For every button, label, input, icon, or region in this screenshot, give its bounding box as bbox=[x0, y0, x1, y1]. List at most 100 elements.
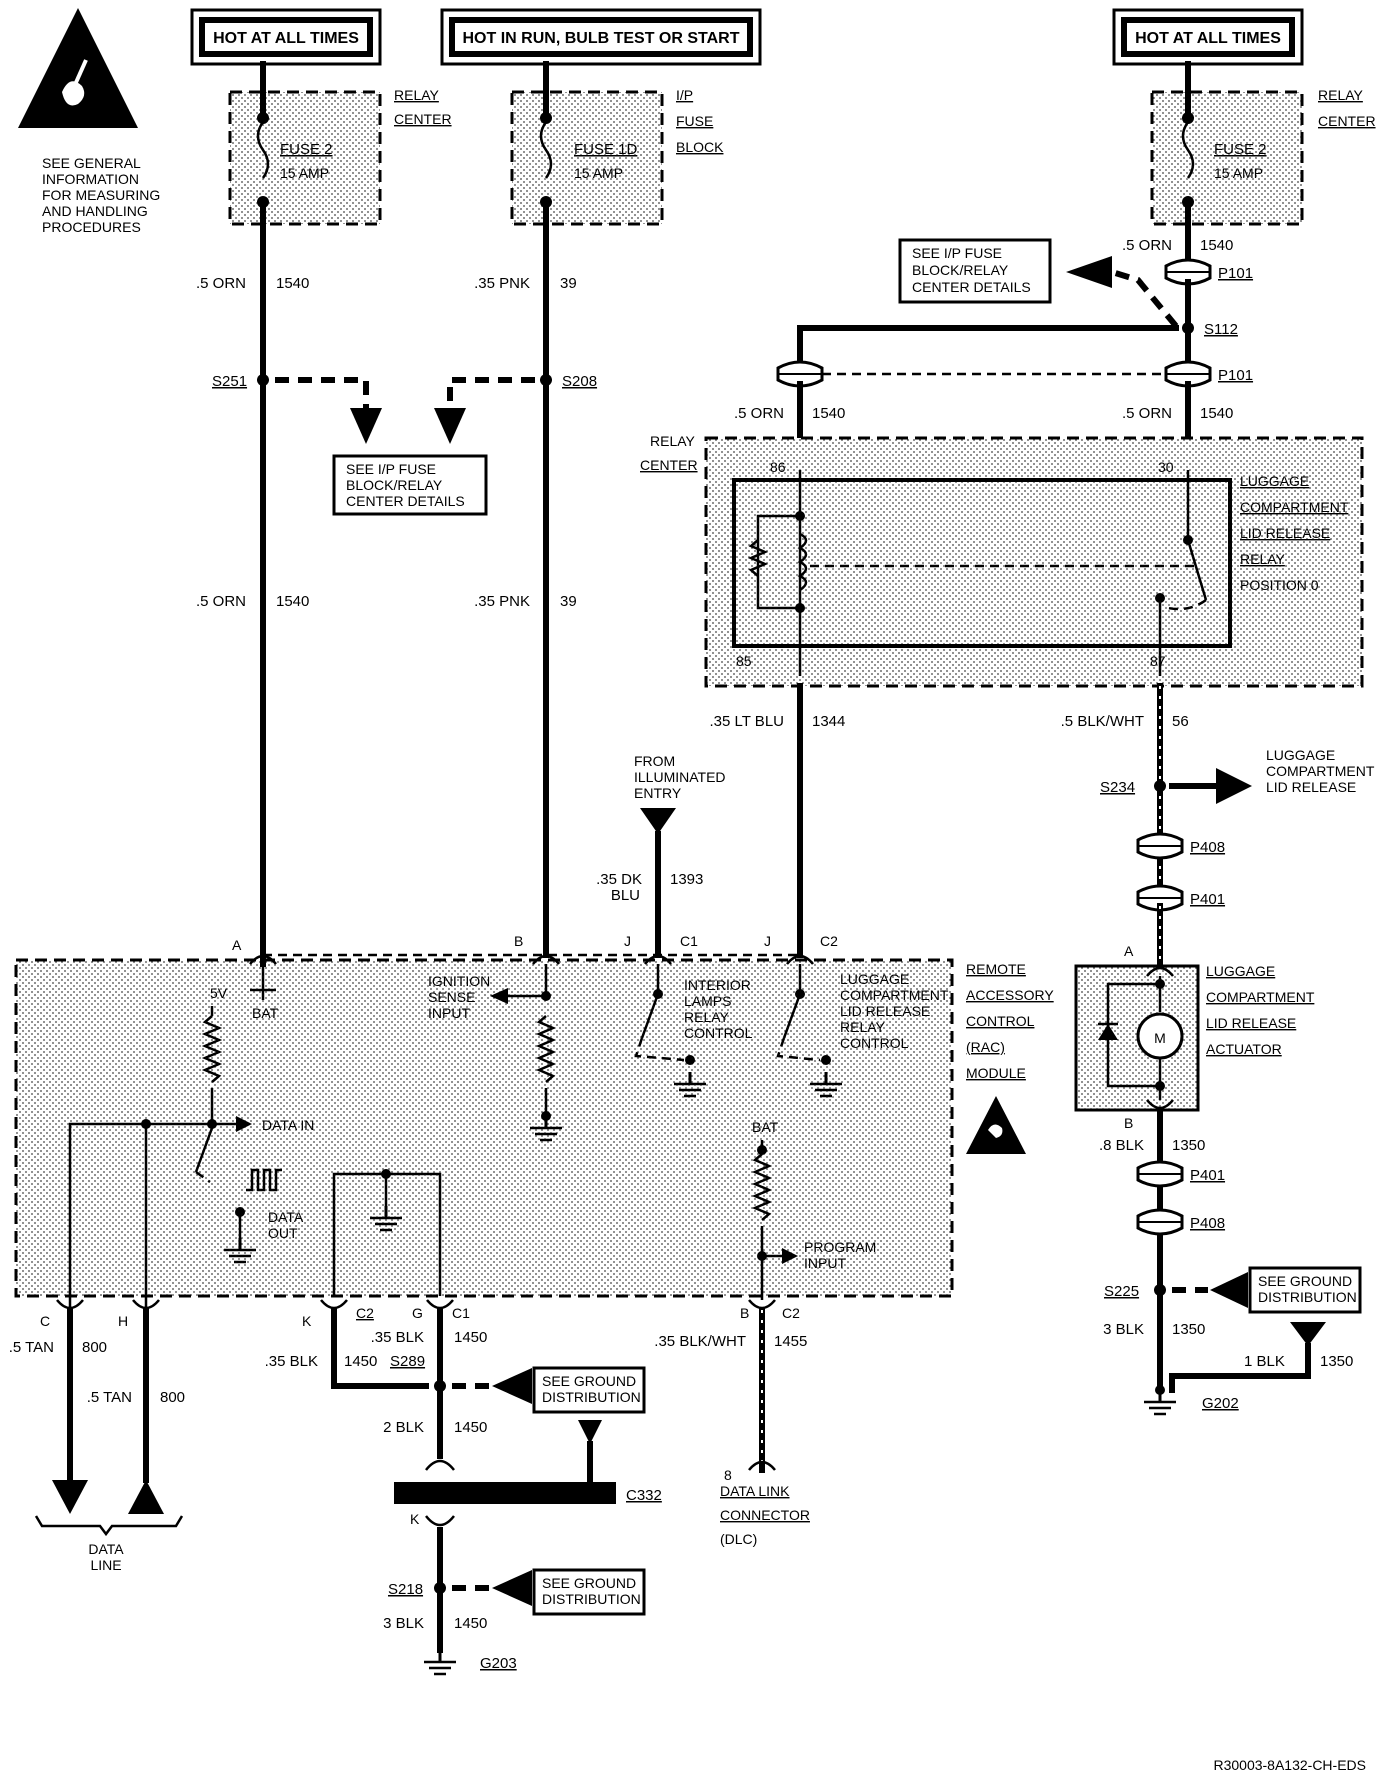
label: I/P bbox=[676, 87, 693, 103]
label: 1540 bbox=[1200, 405, 1233, 422]
label: DATA LINK bbox=[720, 1483, 790, 1499]
label: CENTER bbox=[394, 111, 452, 127]
label: INTERIOR bbox=[684, 977, 751, 993]
label: LID RELEASE bbox=[1240, 525, 1330, 541]
see-fuse-details-left: SEE I/P FUSE BLOCK/RELAY CENTER DETAILS bbox=[332, 454, 488, 516]
label: DATA IN bbox=[262, 1117, 314, 1133]
esd-module-icon bbox=[966, 1096, 1026, 1154]
label: PROGRAM bbox=[804, 1239, 876, 1255]
arrow-left-icon bbox=[492, 1570, 532, 1606]
label: DISTRIBUTION bbox=[542, 1591, 641, 1607]
label: SENSE bbox=[428, 989, 475, 1005]
label: SEE I/P FUSE bbox=[346, 461, 436, 477]
label: 1540 bbox=[276, 593, 309, 610]
label: C bbox=[40, 1313, 50, 1329]
label: 800 bbox=[160, 1389, 185, 1406]
label: CONTROL bbox=[684, 1025, 753, 1041]
hot-right-label: HOT AT ALL TIMES bbox=[1135, 30, 1281, 47]
label: CENTER DETAILS bbox=[346, 493, 465, 509]
wire-1450-k bbox=[331, 1307, 429, 1389]
label: BAT bbox=[252, 1005, 279, 1021]
label: LUGGAGE bbox=[1266, 747, 1335, 763]
label: RELAY bbox=[1318, 87, 1364, 103]
fuse-left-rating: 15 AMP bbox=[280, 165, 329, 181]
label: P408 bbox=[1190, 839, 1225, 856]
label: C2 bbox=[820, 933, 838, 949]
see-ground-s289: SEE GROUND DISTRIBUTION bbox=[532, 1366, 646, 1414]
see-ground-s218: SEE GROUND DISTRIBUTION bbox=[532, 1568, 646, 1616]
label: LUGGAGE bbox=[840, 971, 909, 987]
label: RELAY bbox=[840, 1019, 886, 1035]
label: M bbox=[1154, 1030, 1166, 1046]
splice-s218 bbox=[434, 1582, 446, 1594]
label: .35 PNK bbox=[474, 275, 530, 292]
label: LAMPS bbox=[684, 993, 731, 1009]
header-hot-left: HOT AT ALL TIMES bbox=[190, 8, 382, 66]
label: DATA bbox=[88, 1541, 124, 1557]
label: RELAY bbox=[684, 1009, 730, 1025]
label: (RAC) bbox=[966, 1039, 1005, 1055]
label: S234 bbox=[1100, 779, 1135, 796]
label: FOR MEASURING bbox=[42, 187, 160, 203]
label: 87 bbox=[1150, 653, 1166, 669]
arrow-down-icon bbox=[1290, 1322, 1326, 1346]
label: .5 TAN bbox=[87, 1389, 132, 1406]
arrow-left-icon bbox=[1210, 1272, 1248, 1308]
arrow-down-icon bbox=[640, 808, 676, 834]
esd-warning-icon bbox=[18, 8, 138, 128]
label: 39 bbox=[560, 275, 577, 292]
label: 85 bbox=[736, 653, 752, 669]
label: J bbox=[764, 933, 771, 949]
label: OUT bbox=[268, 1225, 298, 1241]
label: SEE GENERAL bbox=[42, 155, 141, 171]
label: C2 bbox=[356, 1305, 374, 1321]
label: P401 bbox=[1190, 1167, 1225, 1184]
splice-s234 bbox=[1154, 780, 1166, 792]
label: 1393 bbox=[670, 871, 703, 888]
arrow-down-icon bbox=[52, 1480, 88, 1514]
label: 1350 bbox=[1172, 1321, 1205, 1338]
fuse-mid-name: FUSE 1D bbox=[574, 141, 638, 158]
label: C332 bbox=[626, 1487, 662, 1504]
ground-g202-icon bbox=[1142, 1388, 1178, 1416]
label: BLU bbox=[611, 887, 640, 904]
label: .5 ORN bbox=[1122, 405, 1172, 422]
fuse-right: FUSE 2 15 AMP RELAY CENTER bbox=[1150, 61, 1376, 226]
label: S112 bbox=[1204, 321, 1238, 338]
arrow-up-icon bbox=[128, 1480, 164, 1514]
esd-note: SEE GENERAL INFORMATION FOR MEASURING AN… bbox=[42, 155, 160, 235]
label: SEE GROUND bbox=[542, 1373, 636, 1389]
label: LID RELEASE bbox=[1266, 779, 1356, 795]
connector-p408 bbox=[1136, 1208, 1184, 1236]
label: 800 bbox=[82, 1339, 107, 1356]
label: RELAY bbox=[1240, 551, 1286, 567]
label: .35 BLK bbox=[371, 1329, 424, 1346]
fuse-left: FUSE 2 15 AMP RELAY CENTER bbox=[228, 61, 452, 226]
fuse-mid-rating: 15 AMP bbox=[574, 165, 623, 181]
label: (DLC) bbox=[720, 1531, 757, 1547]
connector-c332 bbox=[394, 1482, 616, 1504]
label: 3 BLK bbox=[383, 1615, 424, 1632]
label: C2 bbox=[782, 1305, 800, 1321]
label: 1450 bbox=[454, 1615, 487, 1632]
label: C1 bbox=[452, 1305, 470, 1321]
arrow-left-icon bbox=[492, 1368, 532, 1404]
label: 56 bbox=[1172, 713, 1189, 730]
wire-1350-branch bbox=[1169, 1343, 1311, 1393]
label: P408 bbox=[1190, 1215, 1225, 1232]
label: K bbox=[302, 1313, 312, 1329]
arrow-down-icon bbox=[350, 408, 382, 444]
label: BLOCK/RELAY bbox=[346, 477, 443, 493]
label: BAT bbox=[752, 1119, 779, 1135]
arrow-right-icon bbox=[236, 1116, 252, 1132]
header-hot-run: HOT IN RUN, BULB TEST OR START bbox=[440, 8, 762, 66]
arrow-right-icon bbox=[1216, 768, 1252, 804]
label: P401 bbox=[1190, 891, 1225, 908]
label: ILLUMINATED bbox=[634, 769, 726, 785]
see-fuse-details-right: SEE I/P FUSE BLOCK/RELAY CENTER DETAILS bbox=[898, 238, 1052, 304]
label: S208 bbox=[562, 373, 597, 390]
label: IGNITION bbox=[428, 973, 490, 989]
arrow-left-icon bbox=[1066, 256, 1112, 288]
label: ENTRY bbox=[634, 785, 682, 801]
label: .5 ORN bbox=[1122, 237, 1172, 254]
